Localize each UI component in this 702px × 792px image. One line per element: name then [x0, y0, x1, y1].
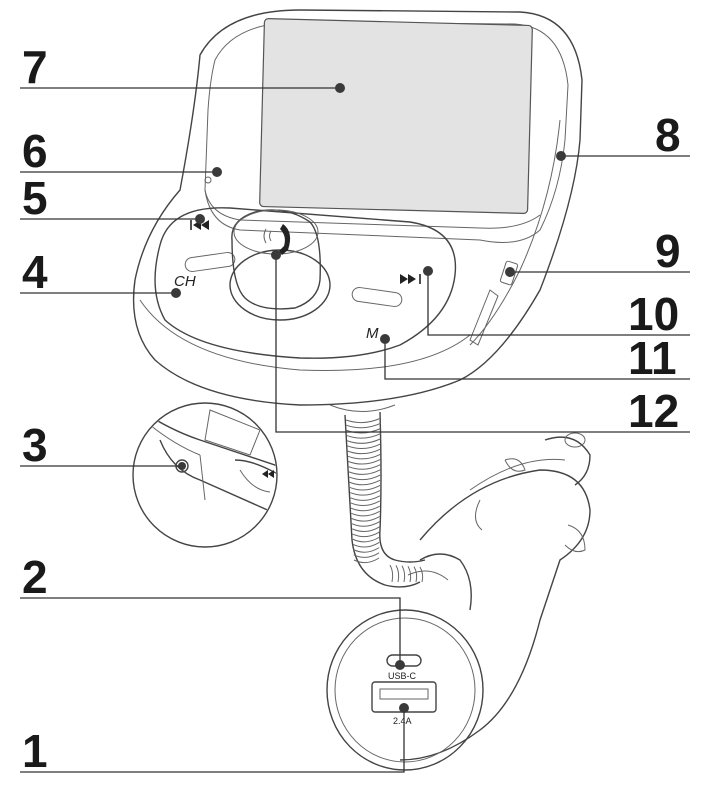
callout-4: 4 [22, 246, 48, 298]
callout-8: 8 [655, 109, 681, 161]
gooseneck-coil [350, 500, 381, 506]
callout-12: 12 [628, 385, 679, 437]
gooseneck-coil [345, 417, 382, 424]
gooseneck-coil [346, 422, 382, 429]
gooseneck-coil [419, 566, 424, 583]
gooseneck-coil [348, 469, 381, 475]
callout-dot-10 [423, 266, 433, 276]
m-pill-button[interactable] [351, 286, 403, 308]
callout-dot-11 [380, 334, 390, 344]
gooseneck-coil [353, 552, 380, 558]
device-head: CH M [132, 9, 583, 406]
charger-face [326, 609, 484, 771]
gooseneck-coil [347, 443, 381, 449]
gooseneck-coil [350, 495, 381, 501]
ch-pill-button[interactable] [184, 251, 236, 273]
gooseneck-coil [349, 484, 381, 491]
callout-dot-8 [556, 151, 566, 161]
side-port [499, 260, 519, 286]
microphone-hole [204, 176, 212, 184]
callout-11: 11 [628, 332, 677, 384]
car-charger-base: USB-C 2.4A [326, 432, 591, 771]
gooseneck-coil [352, 531, 380, 538]
callout-dots [171, 83, 566, 713]
gooseneck-coil [413, 566, 418, 583]
callout-3: 3 [22, 419, 48, 471]
gooseneck-coil [350, 505, 380, 512]
inset-previous-icon [262, 470, 274, 478]
callout-dot-9 [505, 267, 515, 277]
callout-5: 5 [22, 172, 48, 224]
gooseneck-coil [401, 565, 406, 583]
callout-numbers: 7 6 5 4 3 2 1 8 9 10 11 12 [22, 41, 681, 777]
ch-button-label: CH [174, 273, 196, 290]
gooseneck-coil [389, 564, 394, 583]
callout-dot-2 [395, 660, 405, 670]
callout-6: 6 [22, 125, 48, 177]
gooseneck-coil [352, 536, 380, 543]
phone-icon [263, 224, 291, 255]
callout-dot-7 [335, 83, 345, 93]
gooseneck-coil [347, 453, 381, 460]
gooseneck-coil [353, 547, 380, 553]
gooseneck-coil [348, 464, 381, 470]
next-track-icon [400, 274, 421, 284]
gooseneck-coil [346, 433, 381, 439]
leader-lines [20, 87, 690, 773]
callout-7: 7 [22, 41, 48, 93]
m-button-label: M [366, 325, 379, 342]
callout-dot-6 [212, 167, 222, 177]
gooseneck-coil [347, 448, 381, 455]
display-screen [259, 18, 533, 214]
callout-dot-4 [171, 288, 181, 298]
gooseneck-coil [352, 526, 380, 532]
callout-9: 9 [655, 225, 681, 277]
callout-dot-12 [271, 250, 281, 260]
gooseneck-coil [353, 557, 380, 564]
gooseneck-coil [348, 459, 381, 465]
callout-dot-5 [195, 214, 205, 224]
gooseneck-coil [352, 542, 380, 548]
gooseneck-coil [349, 474, 381, 481]
gooseneck-coil [351, 510, 380, 517]
usb-a-label: 2.4A [393, 716, 412, 726]
callout-dot-1 [399, 703, 409, 713]
callout-dot-3 [178, 462, 186, 470]
callout-1: 1 [22, 725, 48, 777]
gooseneck-coil [351, 521, 380, 527]
gooseneck-coil [351, 516, 380, 522]
usb-c-label: USB-C [388, 671, 417, 681]
aux-jack-inset [132, 402, 278, 548]
callout-2: 2 [22, 551, 48, 603]
gooseneck [329, 404, 426, 588]
gooseneck-coil [349, 479, 381, 486]
callout-10: 10 [628, 288, 679, 340]
gooseneck-coil [395, 565, 400, 583]
gooseneck-coil [347, 438, 381, 444]
gooseneck-coil [349, 490, 381, 496]
gooseneck-coil [346, 427, 382, 434]
